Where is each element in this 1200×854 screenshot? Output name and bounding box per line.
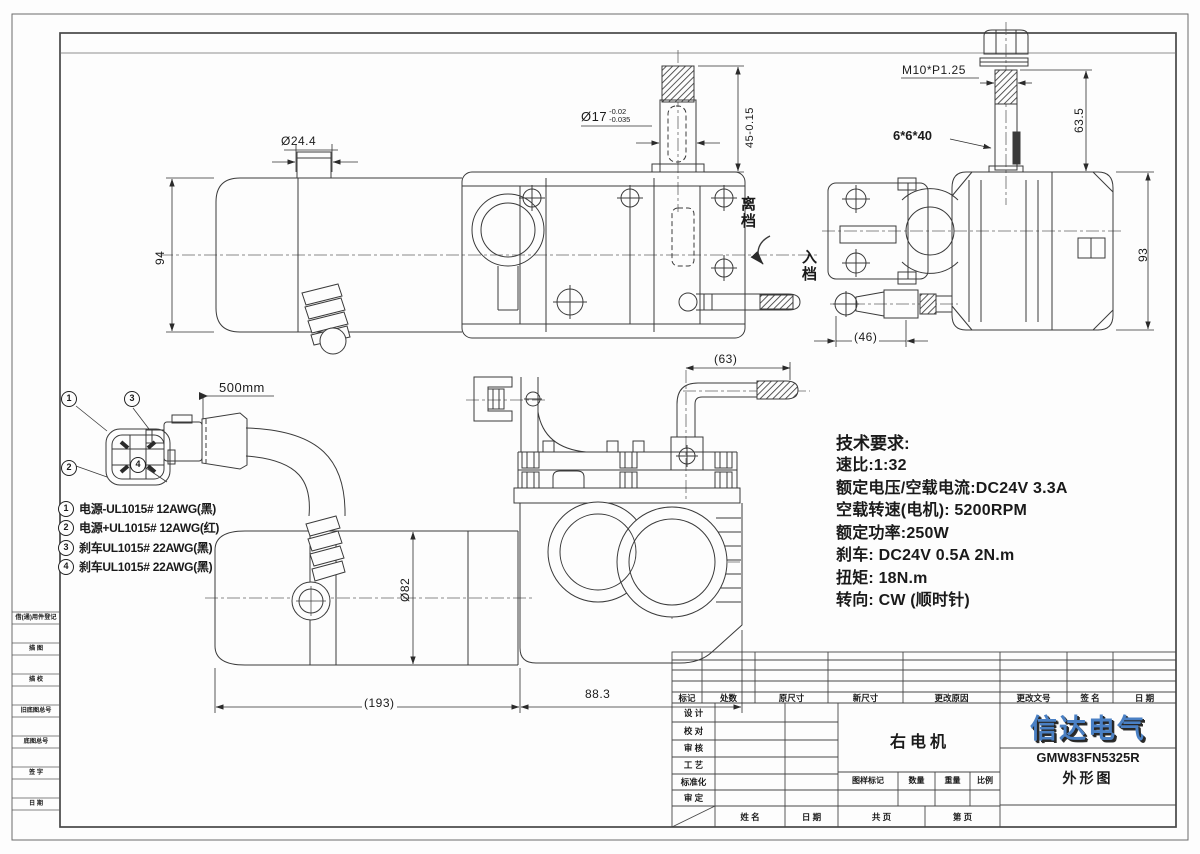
role-standardize: 标准化: [680, 777, 707, 787]
rev-header-docno: 更改文号: [1016, 693, 1051, 703]
rev-header-sign: 签 名: [1080, 693, 1100, 703]
dim-d17-tolerances: -0.02 -0.035: [609, 108, 630, 124]
sidebar-trace-drawing: 描 图: [28, 645, 44, 652]
wire-pin-4: 4: [58, 558, 74, 575]
wire-item: 1 电源-UL1015# 12AWG(黑): [58, 500, 216, 517]
tech-line: 刹车: DC24V 0.5A 2N.m: [836, 547, 1015, 564]
dim-label-94: 94: [153, 250, 167, 265]
total-pages-label: 共 页: [871, 812, 892, 822]
part-name: 右电机: [889, 734, 950, 751]
dim-label-45: 45-0.15: [744, 107, 756, 148]
sidebar-grid: [12, 611, 60, 811]
sidebar-base-no: 底图总号: [23, 738, 49, 745]
tech-line: 额定功率:250W: [836, 524, 949, 542]
role-approve: 审 定: [683, 793, 704, 803]
tech-requirements-title: 技术要求:: [836, 434, 910, 453]
dim-label-46: (46): [852, 330, 880, 344]
role-design: 设 计: [683, 708, 704, 718]
sheet-frame: [11, 13, 1189, 841]
rev-header-count: 处数: [719, 693, 737, 703]
end-view: [827, 29, 1114, 331]
d17-upper-tol: -0.02: [609, 107, 627, 116]
dim-label-193: (193): [362, 696, 397, 710]
pin-callout-1: 1: [61, 391, 77, 407]
dim-label-key: 6*6*40: [893, 128, 933, 143]
mark-label: 图样标记: [852, 776, 884, 785]
pin-callout-4: 4: [130, 457, 146, 473]
wire-text-4: 刹车UL1015# 22AWG(黑): [79, 560, 213, 574]
tech-line: 转向: CW (顺时针): [836, 592, 970, 609]
date-label: 日 期: [801, 812, 822, 822]
dim-label-93: 93: [1136, 247, 1150, 262]
bottom-view: [75, 376, 799, 666]
dim-label-thread: M10*P1.25: [902, 63, 966, 77]
bolt-targets: [519, 185, 737, 281]
sidebar-date: 日 期: [28, 800, 44, 807]
pin-callout-3: 3: [124, 391, 140, 407]
page-number-label: 第 页: [952, 812, 973, 822]
qty-label: 数量: [908, 776, 925, 785]
sidebar-trace-check: 描 校: [28, 676, 44, 683]
tech-line: 速比:1:32: [836, 457, 907, 474]
wire-item: 4 刹车UL1015# 22AWG(黑): [58, 558, 213, 575]
tech-line: 扭矩: 18N.m: [836, 569, 928, 587]
dim-label-d24: Ø24.4: [281, 134, 317, 148]
label-engage: 入档: [800, 249, 817, 283]
wire-item: 3 刹车UL1015# 22AWG(黑): [58, 539, 213, 556]
tech-requirements: 技术要求: 速比:1:32 额定电压/空载电流:DC24V 3.3A 空载转速(…: [836, 433, 1136, 613]
role-check: 校 对: [683, 726, 704, 736]
scale-label: 比例: [977, 776, 993, 785]
pin-callout-2: 2: [61, 460, 77, 476]
dim-label-500: 500mm: [219, 380, 265, 395]
wire-text-3: 刹车UL1015# 22AWG(黑): [79, 541, 213, 555]
weight-label: 重量: [944, 776, 961, 785]
rev-header-mark: 标记: [678, 693, 696, 703]
wire-pin-1: 1: [58, 500, 74, 517]
rev-header-newsize: 新尺寸: [852, 693, 879, 703]
role-process: 工 艺: [683, 760, 704, 770]
dim-label-d82: Ø82: [398, 577, 412, 602]
rev-header-reason: 更改原因: [934, 693, 969, 703]
wire-pin-3: 3: [58, 539, 74, 556]
dim-label-883: 88.3: [583, 687, 613, 701]
tech-line: 额定电压/空载电流:DC24V 3.3A: [836, 479, 1068, 497]
dim-d17-main: Ø17: [581, 108, 608, 124]
sidebar-borrow-record: 借(通)用件登记: [15, 614, 57, 621]
tech-line: 空载转速(电机): 5200RPM: [836, 502, 1027, 519]
side-view-dims: [166, 65, 744, 333]
rev-header-oldsize: 原尺寸: [778, 693, 805, 703]
bolt-stacks: [521, 451, 733, 489]
dim-label-635: 63.5: [1072, 107, 1086, 133]
company-logo: 信达电气: [1030, 714, 1146, 744]
dim-label-d17: Ø17 -0.02 -0.035: [581, 108, 630, 124]
sidebar-old-base-no: 旧底图总号: [20, 707, 52, 714]
name-label: 姓 名: [740, 812, 760, 822]
wire-pin-2: 2: [58, 519, 74, 536]
rev-header-date: 日 期: [1134, 693, 1155, 703]
role-review: 审 核: [683, 743, 704, 753]
title-block-grid: [671, 651, 1177, 828]
wire-text-1: 电源-UL1015# 12AWG(黑): [79, 502, 216, 516]
d17-lower-tol: -0.035: [609, 115, 631, 124]
label-disengage: 离档: [739, 196, 756, 230]
wire-text-2: 电源+UL1015# 12AWG(红): [79, 521, 220, 535]
dim-label-63: (63): [712, 352, 740, 366]
model-number: GMW83FN5325R: [1036, 750, 1140, 765]
doc-type: 外形图: [1062, 770, 1114, 786]
sidebar-signature: 签 字: [28, 769, 44, 776]
end-view-dims: [814, 69, 1154, 347]
side-view: [215, 65, 801, 355]
wire-item: 2 电源+UL1015# 12AWG(红): [58, 519, 219, 536]
